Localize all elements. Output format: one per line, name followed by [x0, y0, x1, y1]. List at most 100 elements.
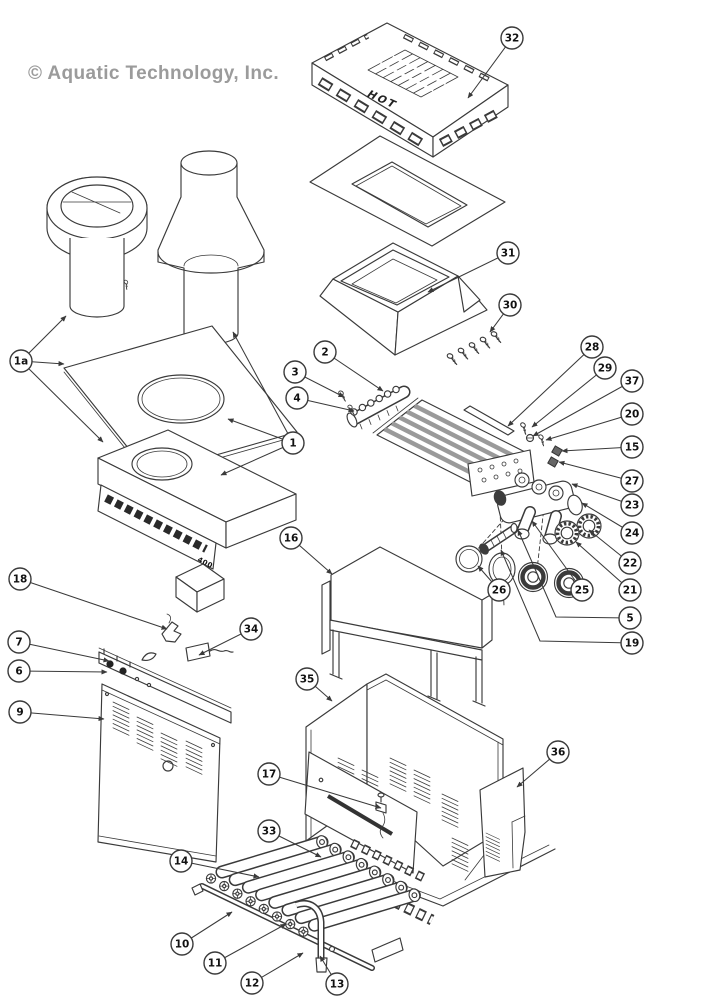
leader-line	[427, 252, 509, 293]
callout-29: 29	[531, 356, 617, 428]
callout-circle	[8, 567, 32, 591]
callout-number: 12	[245, 978, 260, 990]
callout-number: 10	[175, 939, 190, 951]
callout-18: 18	[8, 567, 168, 630]
callout-number: 15	[625, 442, 640, 454]
callout-circle	[580, 335, 604, 359]
callout-circle	[618, 606, 642, 630]
callout-5: 5	[517, 529, 642, 630]
part-support-frame	[321, 546, 493, 707]
callout-circle	[313, 340, 337, 364]
callout-circle	[203, 951, 227, 975]
leader-line	[18, 669, 108, 675]
callout-number: 25	[575, 585, 590, 597]
callout-14: 14	[169, 849, 260, 879]
part-side-panel	[479, 767, 526, 878]
callout-circle	[618, 578, 642, 602]
callout-circle	[240, 971, 264, 995]
callout-circle	[593, 356, 617, 380]
part-baffle-bar	[463, 405, 515, 436]
callout-number: 33	[262, 826, 277, 838]
callout-number: 18	[13, 574, 28, 586]
part-drain-plug	[479, 522, 519, 555]
leader-line	[268, 773, 382, 809]
callout-number: 17	[262, 769, 277, 781]
callout-3: 3	[283, 360, 345, 398]
callout-circle	[7, 630, 31, 654]
callout-2: 2	[313, 340, 384, 392]
part-heat-exchanger	[372, 397, 535, 497]
callout-number: 36	[551, 747, 566, 759]
leader-line	[232, 331, 294, 444]
leader-line	[517, 529, 631, 619]
callout-number: 6	[15, 666, 22, 678]
diagram-artwork: HOT	[46, 22, 603, 973]
leader-line	[467, 37, 513, 99]
leader-line	[558, 460, 633, 482]
callout-number: 21	[623, 585, 638, 597]
part-control-strip	[98, 647, 232, 724]
callout-circle	[169, 849, 193, 873]
callout-number: 11	[208, 958, 223, 970]
callout-12: 12	[240, 952, 304, 995]
part-small-fittings	[517, 421, 563, 468]
callout-24: 24	[581, 502, 644, 545]
callout-circle	[498, 293, 522, 317]
callout-circle	[620, 521, 644, 545]
leader-line	[500, 549, 633, 644]
callout-13: 13	[319, 955, 349, 996]
part-union-nuts	[553, 512, 603, 547]
callout-number: 4	[293, 393, 300, 405]
callout-17: 17	[257, 762, 382, 809]
part-cabinet	[304, 673, 556, 925]
callout-number: 34	[244, 624, 259, 636]
callout-21: 21	[575, 541, 642, 602]
callout-circle	[239, 617, 263, 641]
callout-circle	[281, 431, 305, 455]
callout-circle	[496, 241, 520, 265]
callout-circle	[620, 493, 644, 517]
callout-circle	[279, 526, 303, 550]
callout-number: 5	[626, 613, 633, 625]
callout-number: 32	[505, 33, 520, 45]
callout-circle	[570, 578, 594, 602]
leader-line	[545, 413, 633, 441]
part-junction-box	[175, 563, 225, 613]
callout-circle	[546, 740, 570, 764]
callout-circle	[620, 369, 644, 393]
callout-number: 20	[625, 409, 640, 421]
callout-10: 10	[170, 911, 233, 956]
callout-circle	[170, 932, 194, 956]
callout-circle	[257, 819, 281, 843]
part-water-header	[467, 472, 583, 607]
callout-7: 7	[7, 630, 110, 663]
callout-circle	[283, 360, 307, 384]
leader-line	[507, 346, 593, 427]
callout-number: 1	[289, 438, 296, 450]
part-sensor-bracket	[185, 642, 234, 662]
callout-number: 37	[625, 376, 640, 388]
callout-number: 19	[625, 638, 640, 650]
callout-circle	[620, 469, 644, 493]
part-burner-tray	[191, 834, 421, 973]
callout-circle	[295, 667, 319, 691]
callout-4: 4	[285, 386, 355, 413]
callout-circle	[487, 578, 511, 602]
leader-line	[220, 442, 294, 476]
part-top-grille-cover: HOT	[311, 22, 509, 158]
callout-20: 20	[545, 402, 644, 441]
part-wire-clip	[141, 613, 182, 661]
callout-26: 26	[477, 565, 511, 602]
callout-number: 13	[330, 979, 345, 991]
watermark: © Aquatic Technology, Inc.	[28, 63, 279, 84]
leader-line	[19, 711, 105, 722]
leader-line	[575, 541, 631, 591]
part-flue-collector	[319, 242, 488, 356]
callout-number: 35	[300, 674, 315, 686]
callout-37: 37	[532, 369, 644, 437]
callout-35: 35	[295, 667, 333, 702]
callout-33: 33	[257, 819, 322, 858]
part-firebox-lid	[97, 429, 297, 549]
